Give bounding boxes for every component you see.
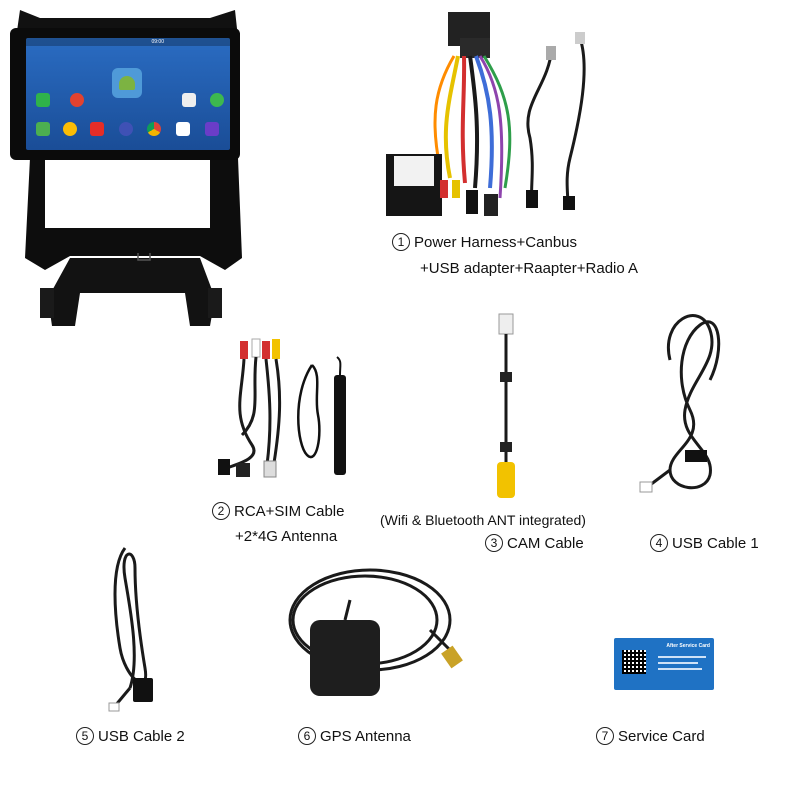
item-4-number: 4: [650, 534, 668, 552]
app-phone-icon[interactable]: [210, 93, 224, 107]
item-1-line1: Power Harness+Canbus: [414, 233, 578, 251]
app-youtube-icon[interactable]: [90, 122, 104, 136]
app-google-plus-icon[interactable]: [70, 93, 84, 107]
app-maps-icon[interactable]: [36, 122, 50, 136]
item-4-caption: 4 USB Cable 1: [650, 534, 759, 552]
android-icon[interactable]: [112, 68, 142, 98]
usb-cable-2-image: [95, 538, 175, 718]
item-2-number: 2: [212, 502, 230, 520]
item-1-line2: +USB adapter+Raapter+Radio A: [420, 260, 639, 277]
item-4-line1: USB Cable 1: [672, 534, 759, 552]
item-6-number: 6: [298, 727, 316, 745]
app-play-store-icon[interactable]: [176, 122, 190, 136]
item-3-caption: 3 CAM Cable: [485, 534, 584, 552]
item-1-number: 1: [392, 233, 410, 251]
item-5-number: 5: [76, 727, 94, 745]
item-5-caption: 5 USB Cable 2: [76, 727, 185, 745]
item-3-number: 3: [485, 534, 503, 552]
item-6-line1: GPS Antenna: [320, 727, 411, 745]
status-bar: 09:00: [26, 38, 230, 46]
head-unit-image: 09:00: [10, 8, 250, 333]
power-harness-image: [380, 8, 620, 228]
item-6-caption: 6 GPS Antenna: [298, 727, 411, 745]
usb-cable-1-image: [630, 300, 730, 500]
item-1-caption: 1 Power Harness+Canbus: [392, 233, 577, 251]
item-3-line1: CAM Cable: [507, 534, 584, 552]
rca-sim-antenna-image: [212, 335, 377, 495]
app-chrome-icon[interactable]: [147, 122, 161, 136]
item-7-number: 7: [596, 727, 614, 745]
stereo-screen: 09:00: [26, 38, 230, 150]
app-headunit-icon[interactable]: [36, 93, 50, 107]
item-2-line1: RCA+SIM Cable: [234, 502, 345, 520]
item-5-line1: USB Cable 2: [98, 727, 185, 745]
app-photos-icon[interactable]: [63, 122, 77, 136]
service-card-image: After Service Card: [614, 638, 714, 690]
gps-antenna-image: [280, 560, 470, 710]
item-2-caption: 2 RCA+SIM Cable: [212, 502, 344, 520]
cam-cable-image: [485, 312, 535, 507]
item-2-line2: +2*4G Antenna: [235, 528, 338, 545]
status-time: 09:00: [151, 39, 164, 45]
qr-code-icon: [622, 650, 646, 674]
item-3-note: (Wifi & Bluetooth ANT integrated): [380, 512, 586, 528]
app-gmail-icon[interactable]: [182, 93, 196, 107]
item-7-line1: Service Card: [618, 727, 705, 745]
item-7-caption: 7 Service Card: [596, 727, 705, 745]
service-card-title: After Service Card: [666, 643, 710, 649]
app-settings-icon[interactable]: [205, 122, 219, 136]
app-drawer-icon[interactable]: [119, 122, 133, 136]
